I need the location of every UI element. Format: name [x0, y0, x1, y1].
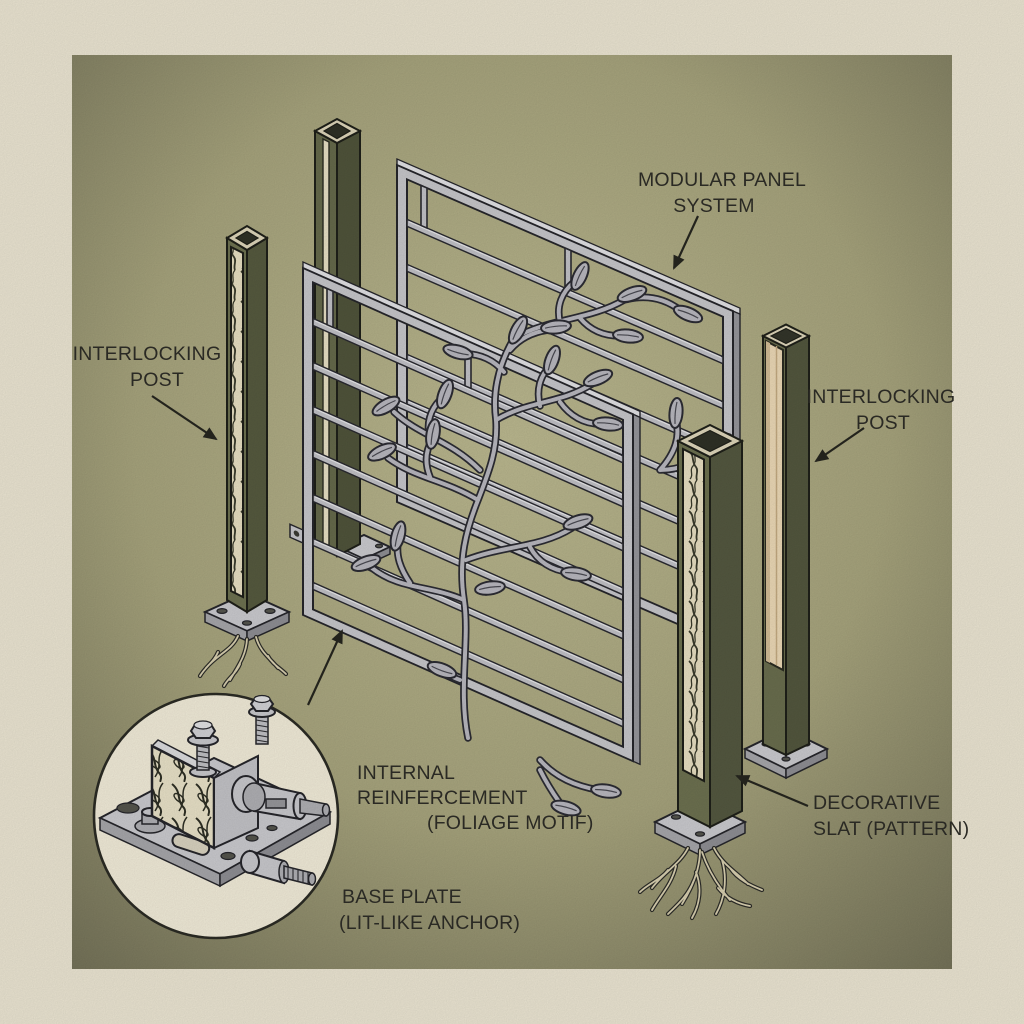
- diagram-page: MODULAR PANEL SYSTEM INTERLOCKING POST I…: [0, 0, 1024, 1024]
- fence-system-diagram: MODULAR PANEL SYSTEM INTERLOCKING POST I…: [0, 0, 1024, 1024]
- paper-grain-overlay: [0, 0, 1024, 1024]
